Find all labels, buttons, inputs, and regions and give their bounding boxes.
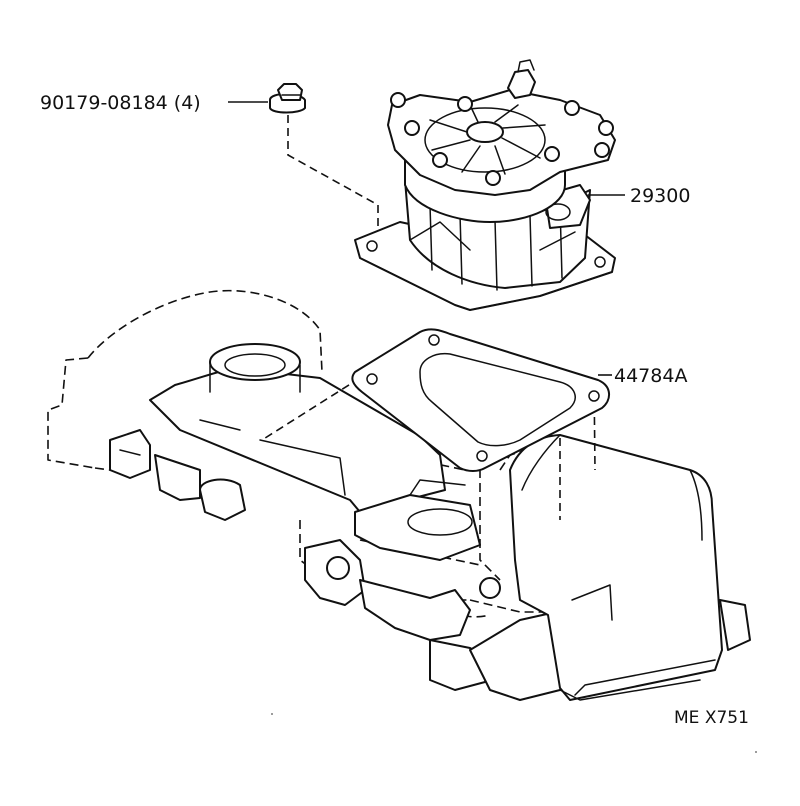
bolt-part (269, 83, 306, 114)
drawing-code: ME X751 (674, 708, 749, 728)
scan-dot (271, 713, 273, 715)
manifold-pipe (149, 343, 446, 513)
housing-center-flange (354, 479, 481, 561)
vacuum-pump-part-number: 29300 (630, 185, 690, 207)
housing-base (304, 539, 576, 701)
leader-lines (228, 101, 625, 376)
scan-dot (755, 751, 757, 753)
gasket-part (351, 328, 610, 472)
bolt-part-number: 90179-08184 (4) (40, 92, 201, 114)
housing-left-bosses (109, 429, 246, 521)
vacuum-pump-part (354, 59, 616, 311)
gasket-part-number: 44784A (614, 365, 687, 387)
